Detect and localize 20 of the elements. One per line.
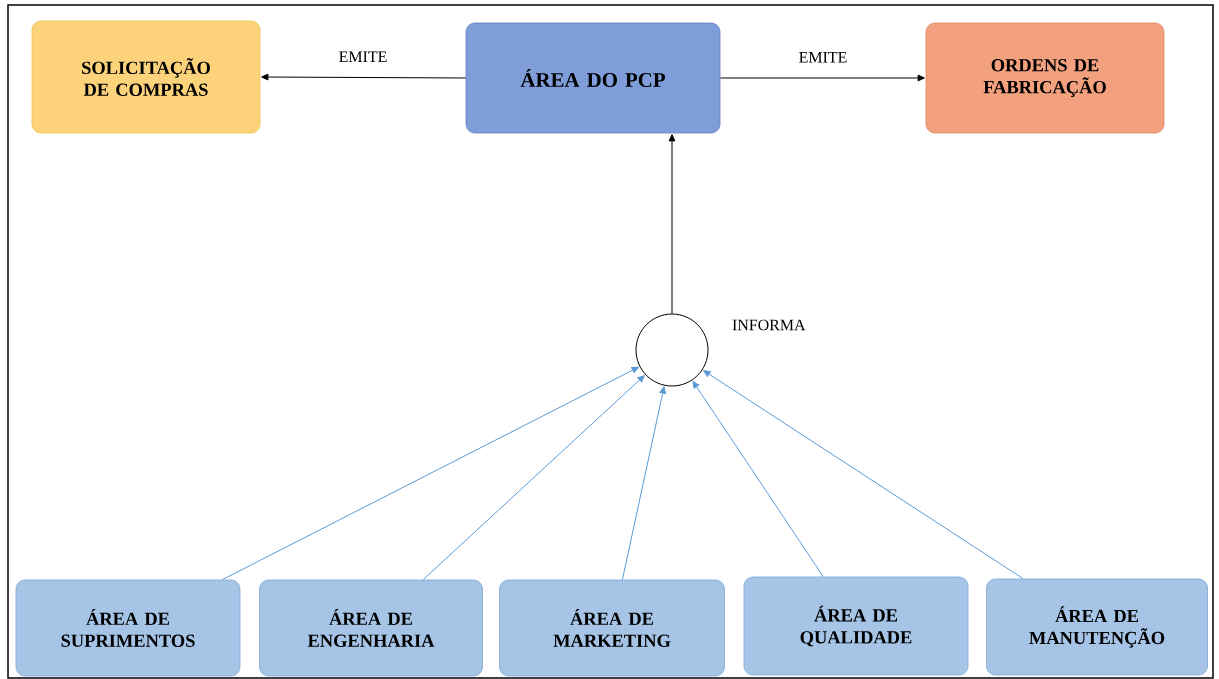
- arrow: [668, 134, 676, 314]
- process-box: ÁREA DO PCP: [465, 22, 721, 134]
- arrow: [719, 74, 925, 82]
- process-box: ÁREA DE ENGENHARIA: [259, 579, 483, 677]
- process-box: ÁREA DE MARKETING: [499, 579, 725, 677]
- process-box: ÁREA DE QUALIDADE: [743, 576, 969, 676]
- process-box: ORDENS DE FABRICAÇÃO: [925, 22, 1165, 134]
- arrow: [422, 375, 645, 581]
- junction-circle: [635, 313, 709, 387]
- edge-label: EMITE: [339, 51, 387, 62]
- arrow: [221, 366, 639, 581]
- process-box: ÁREA DE SUPRIMENTOS: [15, 579, 241, 677]
- arrow: [692, 380, 824, 578]
- arrow: [621, 386, 666, 581]
- arrow: [261, 73, 467, 81]
- node-caption: INFORMA: [732, 319, 806, 331]
- arrow: [703, 370, 1024, 580]
- process-box: ÁREA DE MANUTENÇÃO: [986, 578, 1208, 676]
- process-box: SOLICITAÇÃO DE COMPRAS: [31, 20, 261, 134]
- edge-label: EMITE: [799, 52, 847, 63]
